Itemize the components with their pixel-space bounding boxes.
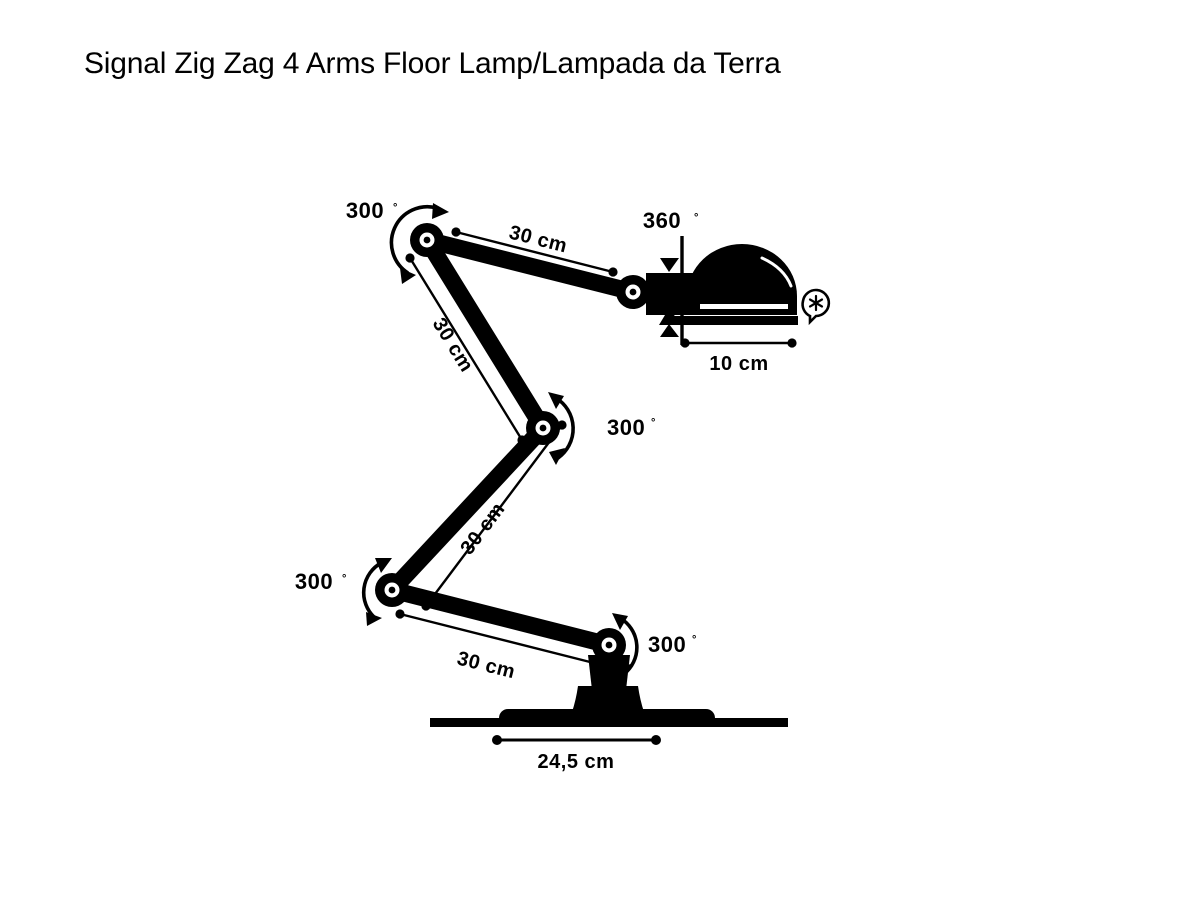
head-shade-lip [659,310,798,325]
angle-indicator-joint-middle: 300 ° [548,392,655,465]
dimension-dot-end [589,658,599,668]
dimension-dot-start [557,420,567,430]
dimension-arm-third: 30 cm [421,420,567,611]
angle-arrow-head-bottom [549,448,565,465]
base-pedestal [572,686,644,712]
dimension-label-head-depth: 10 cm [709,353,768,375]
dimension-dot-end [517,435,527,445]
angle-arrow-head-top [548,392,564,409]
dimension-dot-end [651,735,661,745]
angle-degree-symbol-joint-top: ° [393,202,397,214]
arm-top [418,231,642,301]
dimension-label-arm-bottom: 30 cm [455,648,518,684]
angle-label-joint-middle: 300 [607,415,645,440]
angle-indicator-joint-base: 300 ° [612,613,696,681]
head-rotation-arrow-top [660,258,679,272]
joint-top [410,223,444,257]
bulb-icon-asterisk [808,294,824,312]
dimension-head-depth: 10 cm [680,338,797,375]
dimension-dot-start [405,253,415,263]
asterisk-bulb-icon [801,288,831,326]
angle-label-joint-base: 300 [648,632,686,657]
dimension-dot-end [787,338,797,348]
joint-middle [526,411,560,445]
joint-base [592,628,626,662]
head-rotation-arrow-bottom [660,324,679,337]
angle-arc-joint-base [619,616,639,676]
angle-arrow-head-bottom [366,612,382,626]
angle-degree-symbol-joint-base: ° [692,634,696,646]
angle-degree-symbol-joint-lower-left: ° [342,573,346,585]
angle-arc-joint-middle [555,396,575,460]
angle-label-joint-top: 300 [346,198,384,223]
dimension-line-arm-second [408,257,524,441]
head-shade-highlight [700,304,788,309]
dimension-line-arm-top [455,230,614,274]
head-shade-gloss [760,256,793,288]
dimension-dot-start [395,609,405,619]
angle-arrow-head-bottom [400,268,416,284]
angle-indicator-joint-lower-left: 300 ° [295,558,392,626]
arm-second [418,231,552,437]
joint-lower-left [375,573,409,607]
angle-arrow-head-top [375,558,392,573]
dimension-arm-second: 30 cm [405,253,527,445]
angle-label-joint-lower-left: 300 [295,569,333,594]
angle-arrow-head-top [432,203,449,219]
dimension-dot-end [608,267,618,277]
page-title: Signal Zig Zag 4 Arms Floor Lamp/Lampada… [84,47,781,80]
lamp-arm-assembly [383,231,642,654]
joint-head [616,275,650,309]
angle-arrow-head-bottom [615,664,631,681]
dimension-dot-end [421,601,431,611]
dimension-dot-start [451,227,461,237]
dimension-dot-start [492,735,502,745]
head-rotation-label: 360 [643,208,681,233]
dimension-base-width: 24,5 cm [492,735,661,773]
head-rotation-degree-symbol: ° [694,212,698,224]
arm-third [383,419,552,599]
bulb-icon-outline [801,288,831,326]
lamp-head-assembly [646,244,798,325]
dimension-line-arm-third [425,424,563,607]
floor-line [430,718,788,727]
angle-arc-joint-lower-left [361,561,382,619]
angle-indicator-joint-top: 300 ° [346,198,449,284]
angle-arc-joint-top [389,204,438,275]
angle-arrow-head-top [612,613,628,630]
head-rotation-axis-group: 360 ° [643,208,698,345]
angle-degree-symbol-joint-middle: ° [651,417,655,429]
dimension-label-base-width: 24,5 cm [538,751,615,773]
arm-bottom [383,581,618,654]
dimension-line-arm-bottom [399,612,595,665]
